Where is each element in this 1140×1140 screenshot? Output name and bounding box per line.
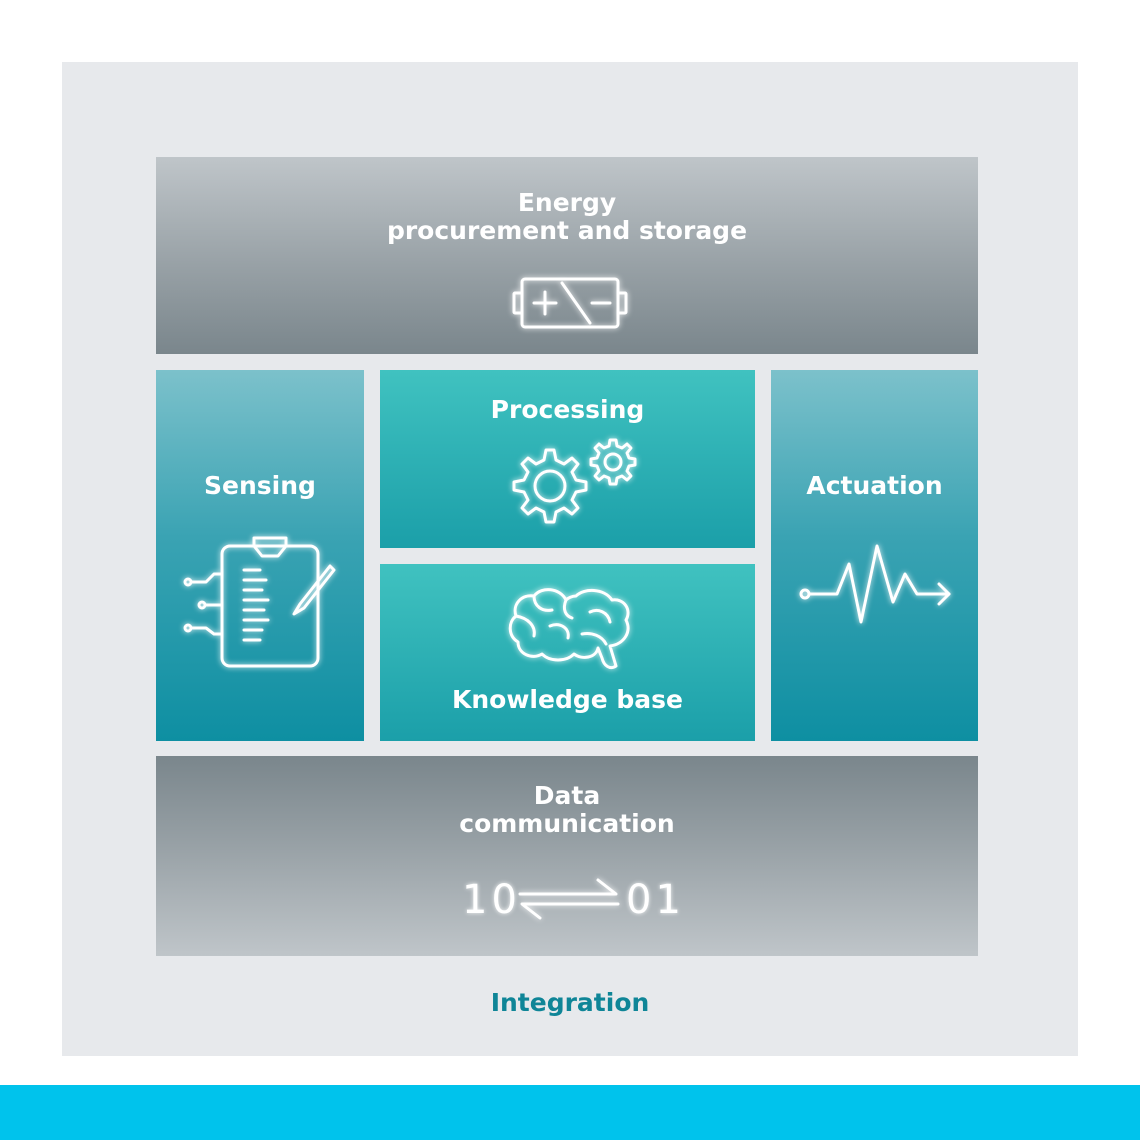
- datacomm-label: Data communication: [459, 781, 675, 838]
- actuation-block: Actuation: [771, 370, 978, 741]
- bottom-accent-bar: [0, 1085, 1140, 1140]
- clipboard-sensor-icon: [183, 536, 336, 668]
- pulse-arrow-icon: [799, 544, 951, 624]
- integration-label: Integration: [490, 988, 650, 1017]
- energy-block: Energy procurement and storage: [156, 157, 978, 354]
- brain-icon: [508, 588, 630, 670]
- bits-left: 10: [462, 877, 521, 923]
- sensing-label: Sensing: [204, 471, 316, 500]
- sensing-block: Sensing: [156, 370, 364, 741]
- processing-label: Processing: [490, 395, 645, 424]
- bits-right: 01: [626, 877, 685, 923]
- energy-label: Energy procurement and storage: [386, 188, 748, 245]
- exchange-arrows-icon: [518, 878, 620, 920]
- processing-block: Processing: [380, 370, 755, 548]
- knowledge-block: Knowledge base: [380, 564, 755, 741]
- gears-icon: [512, 438, 637, 524]
- knowledge-label: Knowledge base: [451, 685, 684, 714]
- battery-icon: [512, 277, 628, 329]
- datacomm-block: Data communication 10 01: [156, 756, 978, 956]
- actuation-label: Actuation: [806, 471, 943, 500]
